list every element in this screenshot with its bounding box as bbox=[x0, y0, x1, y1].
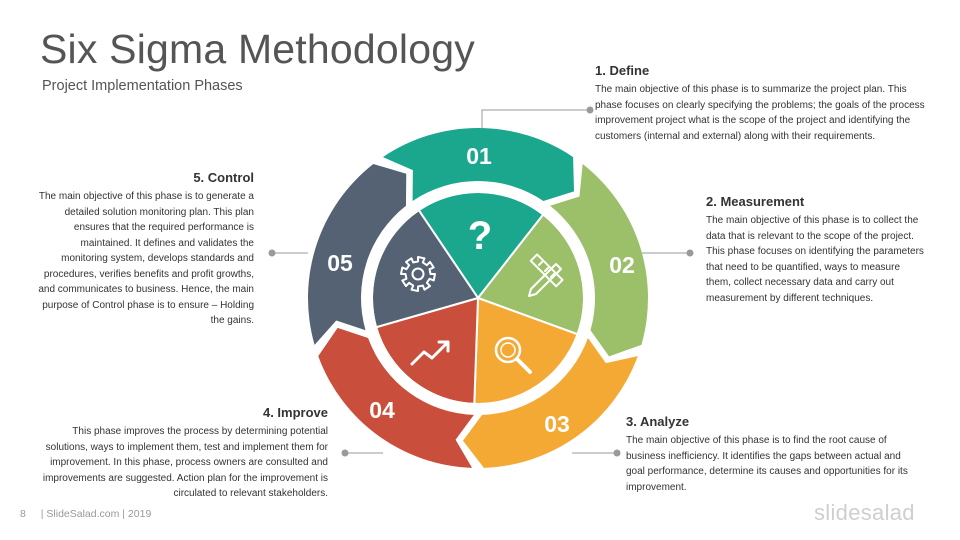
connector-lines bbox=[268, 106, 694, 457]
outer-ring bbox=[308, 127, 648, 468]
ring-segment-define bbox=[382, 127, 575, 202]
magnifier-icon bbox=[494, 336, 532, 374]
gear-icon bbox=[400, 256, 436, 292]
phase-improve-heading: 4. Improve bbox=[262, 405, 328, 420]
connector-dot-analyze bbox=[613, 449, 621, 457]
phase-control-heading: 5. Control bbox=[193, 170, 254, 185]
pie-border bbox=[369, 189, 587, 407]
phase-number-01: 01 bbox=[466, 143, 492, 169]
phase-number-02: 02 bbox=[609, 252, 635, 278]
phase-number-04: 04 bbox=[369, 397, 395, 423]
ring-labels: 01 02 03 04 05 bbox=[327, 143, 635, 437]
phase-number-03: 03 bbox=[544, 411, 570, 437]
page-title: Six Sigma Methodology bbox=[40, 26, 475, 72]
ring-segment-measurement bbox=[550, 164, 648, 357]
footer-credit: | SlideSalad.com | 2019 bbox=[40, 508, 152, 520]
phase-measurement-heading: 2. Measurement bbox=[706, 194, 805, 209]
connector-define bbox=[481, 109, 590, 128]
phase-measurement-text: The main objective of this phase is to c… bbox=[706, 215, 924, 304]
ring-segment-analyze bbox=[463, 338, 638, 468]
phase-analyze-heading: 3. Analyze bbox=[626, 414, 690, 429]
connector-dot-measurement bbox=[686, 249, 694, 257]
connector-dot-define bbox=[586, 106, 594, 114]
ruler-pencil-icon bbox=[528, 253, 564, 297]
phase-define-text: The main objective of this phase is to s… bbox=[595, 84, 925, 142]
ring-segment-improve bbox=[318, 327, 474, 468]
phase-analyze-text: The main objective of this phase is to f… bbox=[626, 435, 908, 493]
ring-segment-control bbox=[308, 164, 407, 345]
phase-number-05: 05 bbox=[327, 250, 353, 276]
svg-text:?: ? bbox=[468, 214, 492, 258]
phase-define-heading: 1. Define bbox=[595, 63, 650, 78]
inner-pie bbox=[369, 189, 587, 407]
phase-measurement-block: 2. Measurement The main objective of thi… bbox=[706, 194, 924, 306]
phase-improve-block: 4. Improve This phase improves the proce… bbox=[40, 405, 328, 502]
page-number: 8 bbox=[20, 508, 26, 520]
page-subtitle: Project Implementation Phases bbox=[42, 78, 243, 94]
question-icon: ? bbox=[468, 214, 492, 258]
connector-dot-improve bbox=[341, 449, 349, 457]
phase-analyze-block: 3. Analyze The main objective of this ph… bbox=[626, 414, 921, 495]
phase-control-block: 5. Control The main objective of this ph… bbox=[38, 170, 254, 329]
phase-improve-text: This phase improves the process by deter… bbox=[42, 426, 328, 499]
brand-logo: slidesalad bbox=[814, 500, 915, 525]
phase-control-text: The main objective of this phase is to g… bbox=[38, 191, 254, 326]
trend-arrow-icon bbox=[410, 340, 450, 366]
connector-dot-control bbox=[268, 249, 276, 257]
phase-define-block: 1. Define The main objective of this pha… bbox=[595, 63, 935, 144]
footer: 8 | SlideSalad.com | 2019 bbox=[20, 508, 163, 520]
